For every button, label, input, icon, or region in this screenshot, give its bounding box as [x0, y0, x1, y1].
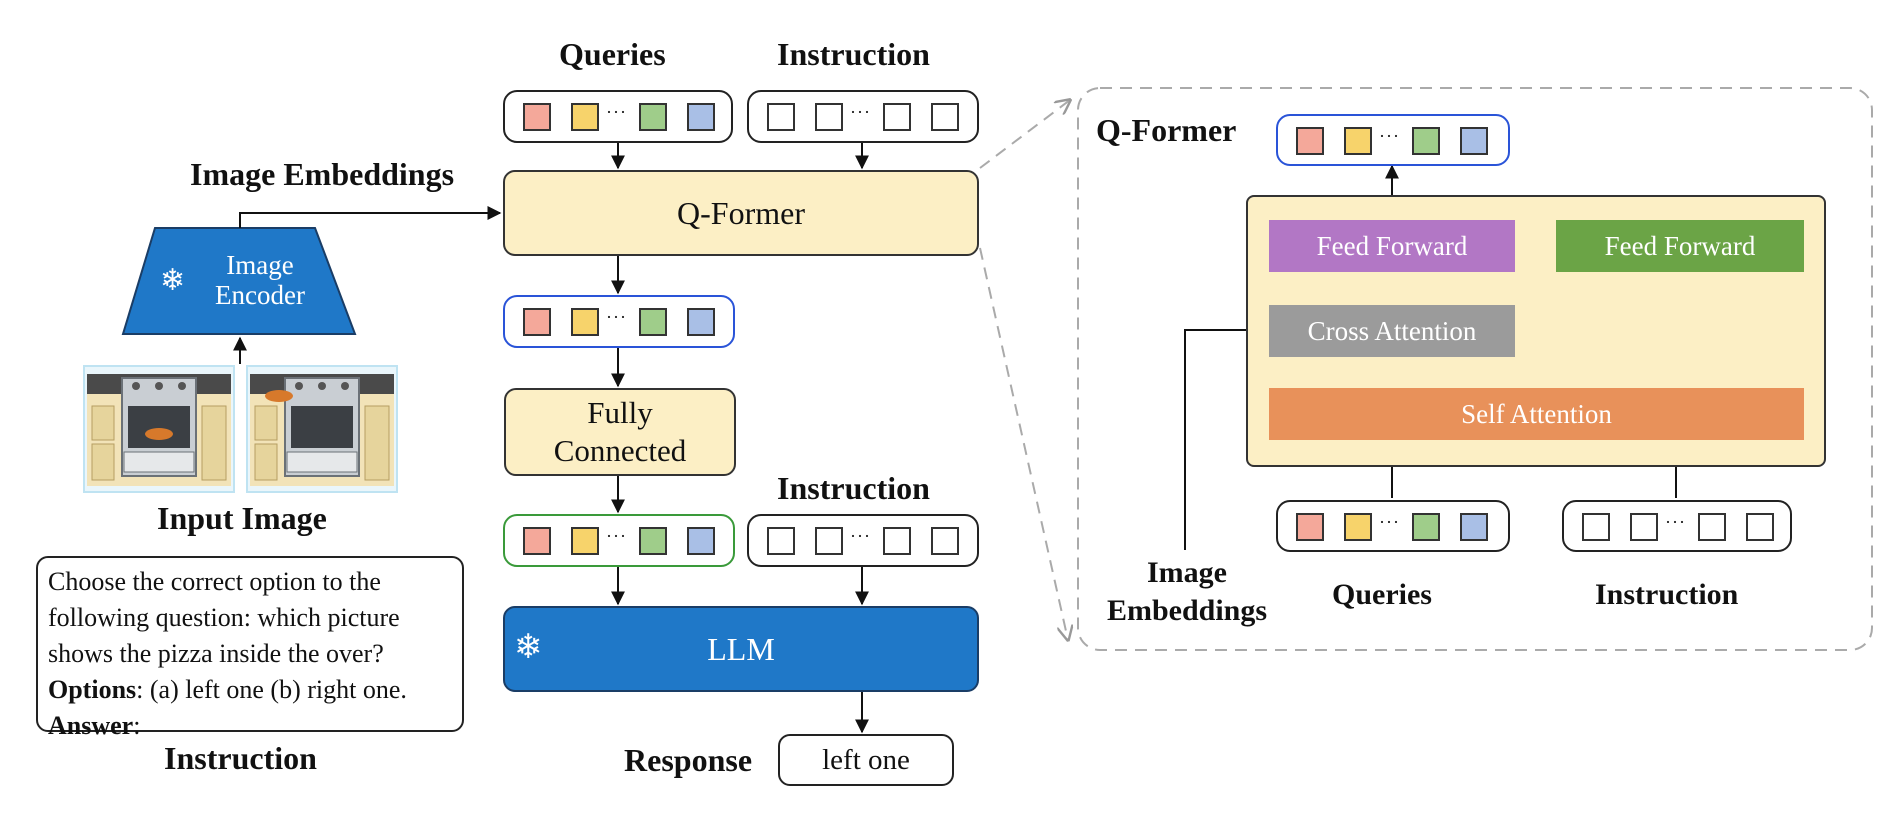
instruction-token — [883, 103, 911, 131]
query-token — [1460, 513, 1488, 541]
llm-block: LLM — [503, 606, 979, 692]
instruction-token — [1698, 513, 1726, 541]
llm-label: LLM — [707, 630, 775, 667]
queries-top-label: Queries — [559, 36, 666, 72]
instruction-token — [931, 527, 959, 555]
oven-icon-right — [246, 365, 398, 493]
query-token — [1412, 127, 1440, 155]
options-text: : (a) left one (b) right one. — [136, 675, 407, 704]
response-value-box: left one — [778, 734, 954, 786]
detail-image-embeddings-label: Image Embeddings — [1092, 554, 1282, 630]
detail-queries-token-box: ··· — [1276, 500, 1510, 552]
detail-image-emb-to-cross — [1184, 323, 1268, 550]
zoom-line-top — [979, 100, 1070, 169]
token-ellipsis: ··· — [606, 102, 627, 122]
detail-instruction-token-box: ··· — [1562, 500, 1792, 552]
instruction-line2: following question: which picture — [48, 603, 400, 632]
fully-connected-line1: Fully — [587, 395, 653, 430]
query-token — [523, 308, 551, 336]
instruction-token — [767, 103, 795, 131]
instruction-token — [767, 527, 795, 555]
detail-queries-label: Queries — [1332, 578, 1432, 611]
instruction-options: Options: (a) left one (b) right one. — [48, 672, 452, 708]
image-encoder-line2: Encoder — [215, 280, 305, 310]
detail-output-token-box: ··· — [1276, 114, 1510, 166]
token-ellipsis: ··· — [606, 526, 627, 546]
fully-connected-block: Fully Connected — [504, 388, 736, 476]
detail-image-embeddings-line2: Embeddings — [1106, 594, 1268, 627]
detail-image-embeddings-line1: Image — [1147, 556, 1227, 589]
query-token — [1460, 127, 1488, 155]
detail-instruction-label: Instruction — [1595, 578, 1739, 611]
encoder-to-qformer-arrow — [239, 206, 502, 228]
instruction-token — [883, 527, 911, 555]
instruction-token — [815, 103, 843, 131]
token-ellipsis: ··· — [850, 102, 871, 122]
instruction-token-box-mid: ··· — [747, 514, 979, 567]
image-encoder-shape — [121, 227, 357, 335]
query-token — [687, 308, 715, 336]
feed-forward-right: Feed Forward — [1556, 220, 1804, 272]
query-token — [571, 103, 599, 131]
query-token — [639, 103, 667, 131]
options-label: Options — [48, 675, 137, 704]
zoom-line-bottom — [979, 247, 1068, 640]
detail-qformer-title: Q-Former — [1096, 112, 1237, 148]
instruction-token — [1746, 513, 1774, 541]
response-label: Response — [624, 742, 753, 778]
query-token — [571, 527, 599, 555]
cross-attention-block: Cross Attention — [1269, 305, 1515, 357]
query-token — [687, 527, 715, 555]
token-ellipsis: ··· — [1379, 512, 1400, 532]
instruction-answer: Answer: — [48, 708, 452, 744]
instruction-token-box-top: ··· — [747, 90, 979, 143]
queries-token-box-qformer-out: ··· — [503, 295, 735, 348]
token-ellipsis: ··· — [606, 307, 627, 327]
image-encoder-line1: Image — [226, 250, 294, 280]
query-token — [1296, 513, 1324, 541]
query-token — [523, 527, 551, 555]
token-ellipsis: ··· — [1665, 512, 1686, 532]
query-token — [1412, 513, 1440, 541]
query-token — [523, 103, 551, 131]
pizza-icon — [265, 390, 293, 402]
detail-panel-border — [1077, 87, 1873, 651]
queries-token-box-fc-out: ··· — [503, 514, 735, 567]
instruction-token — [1630, 513, 1658, 541]
instruction-token — [1582, 513, 1610, 541]
instruction-prompt-box: Choose the correct option to the followi… — [36, 556, 464, 740]
queries-token-box-top: ··· — [503, 90, 733, 143]
instruction-top-label: Instruction — [777, 36, 930, 72]
image-embeddings-label: Image Embeddings — [190, 156, 455, 192]
instruction-bottom-label: Instruction — [164, 740, 317, 776]
self-attention-block: Self Attention — [1269, 388, 1804, 440]
token-ellipsis: ··· — [850, 526, 871, 546]
query-token — [571, 308, 599, 336]
q-former-block: Q-Former — [503, 170, 979, 256]
response-value: left one — [822, 743, 910, 776]
input-image-label: Input Image — [157, 500, 327, 536]
instruction-line3: shows the pizza inside the over? — [48, 639, 384, 668]
query-token — [687, 103, 715, 131]
fully-connected-line2: Connected — [553, 433, 687, 468]
feed-forward-left: Feed Forward — [1269, 220, 1515, 272]
query-token — [1344, 127, 1372, 155]
oven-icon-left — [83, 365, 235, 493]
instruction-token — [815, 527, 843, 555]
token-ellipsis: ··· — [1379, 126, 1400, 146]
answer-label: Answer — [48, 711, 134, 740]
answer-text: : — [133, 711, 141, 740]
image-encoder-label: Image Encoder — [195, 250, 325, 310]
instruction-line1: Choose the correct option to the — [48, 567, 381, 596]
query-token — [1296, 127, 1324, 155]
query-token — [1344, 513, 1372, 541]
instruction-token — [931, 103, 959, 131]
snowflake-icon: ❄ — [160, 264, 186, 297]
query-token — [639, 308, 667, 336]
instruction-mid-label: Instruction — [777, 470, 930, 506]
snowflake-icon: ❄ — [514, 629, 543, 666]
query-token — [639, 527, 667, 555]
